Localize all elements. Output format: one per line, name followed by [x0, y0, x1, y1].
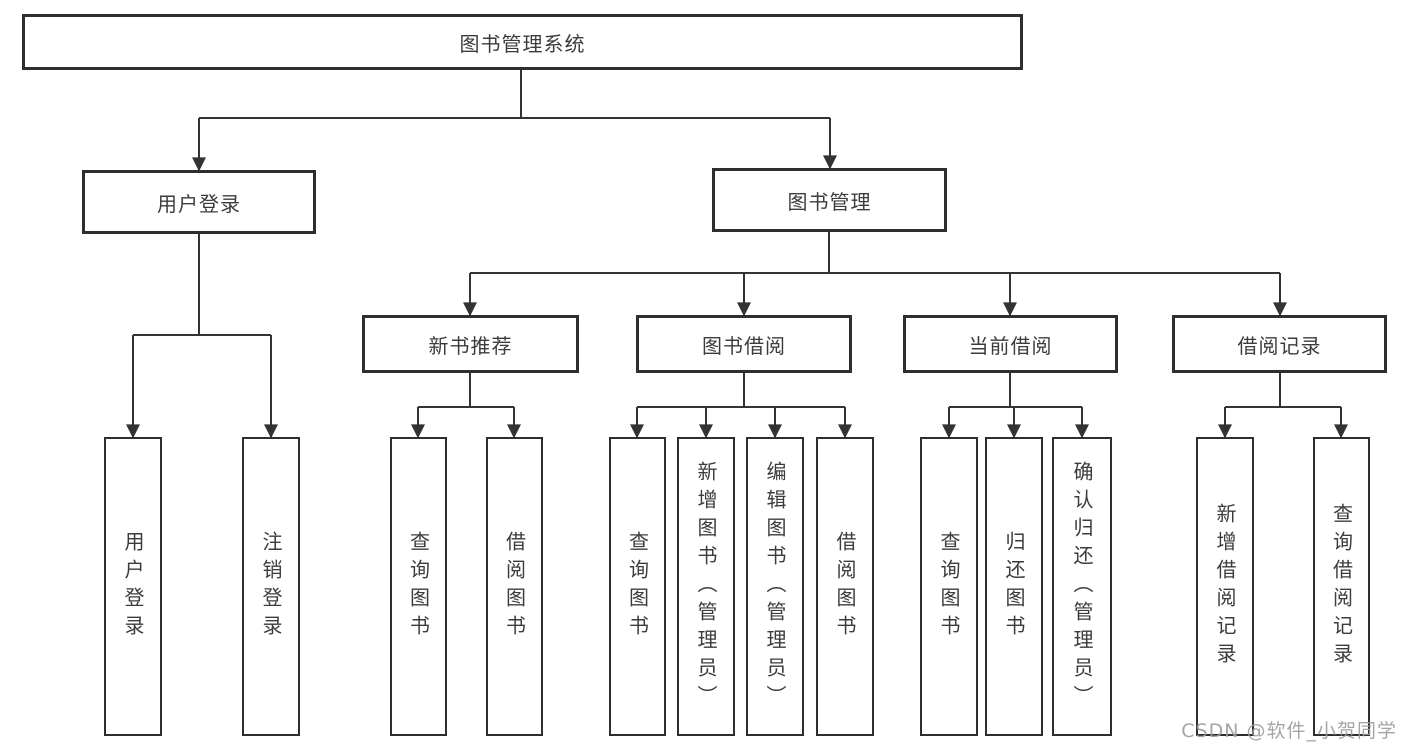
node-borrow-books: 借阅图书	[816, 437, 874, 736]
node-book-management: 图书管理	[712, 168, 947, 232]
node-new-book-recommend: 新书推荐	[362, 315, 579, 373]
node-add-borrow-record: 新增借阅记录	[1196, 437, 1254, 736]
node-query-books-recommend: 查询图书	[390, 437, 447, 736]
node-system-root: 图书管理系统	[22, 14, 1023, 70]
node-query-borrow-record: 查询借阅记录	[1313, 437, 1370, 736]
connector-segments	[133, 70, 1341, 408]
node-book-borrow: 图书借阅	[636, 315, 852, 373]
node-borrow-books-recommend: 借阅图书	[486, 437, 543, 736]
node-user-login: 用户登录	[82, 170, 316, 234]
node-current-borrow: 当前借阅	[903, 315, 1118, 373]
node-return-book: 归还图书	[985, 437, 1043, 736]
csdn-watermark: CSDN @软件_小贺同学	[1181, 720, 1397, 742]
node-query-books-borrow: 查询图书	[609, 437, 666, 736]
node-edit-book-admin: 编辑图书（管理员）	[746, 437, 804, 736]
node-logout: 注销登录	[242, 437, 300, 736]
node-borrow-records: 借阅记录	[1172, 315, 1387, 373]
node-query-books-current: 查询图书	[920, 437, 978, 736]
node-user-login-leaf: 用户登录	[104, 437, 162, 736]
node-confirm-return-admin: 确认归还（管理员）	[1052, 437, 1112, 736]
node-add-book-admin: 新增图书（管理员）	[677, 437, 735, 736]
